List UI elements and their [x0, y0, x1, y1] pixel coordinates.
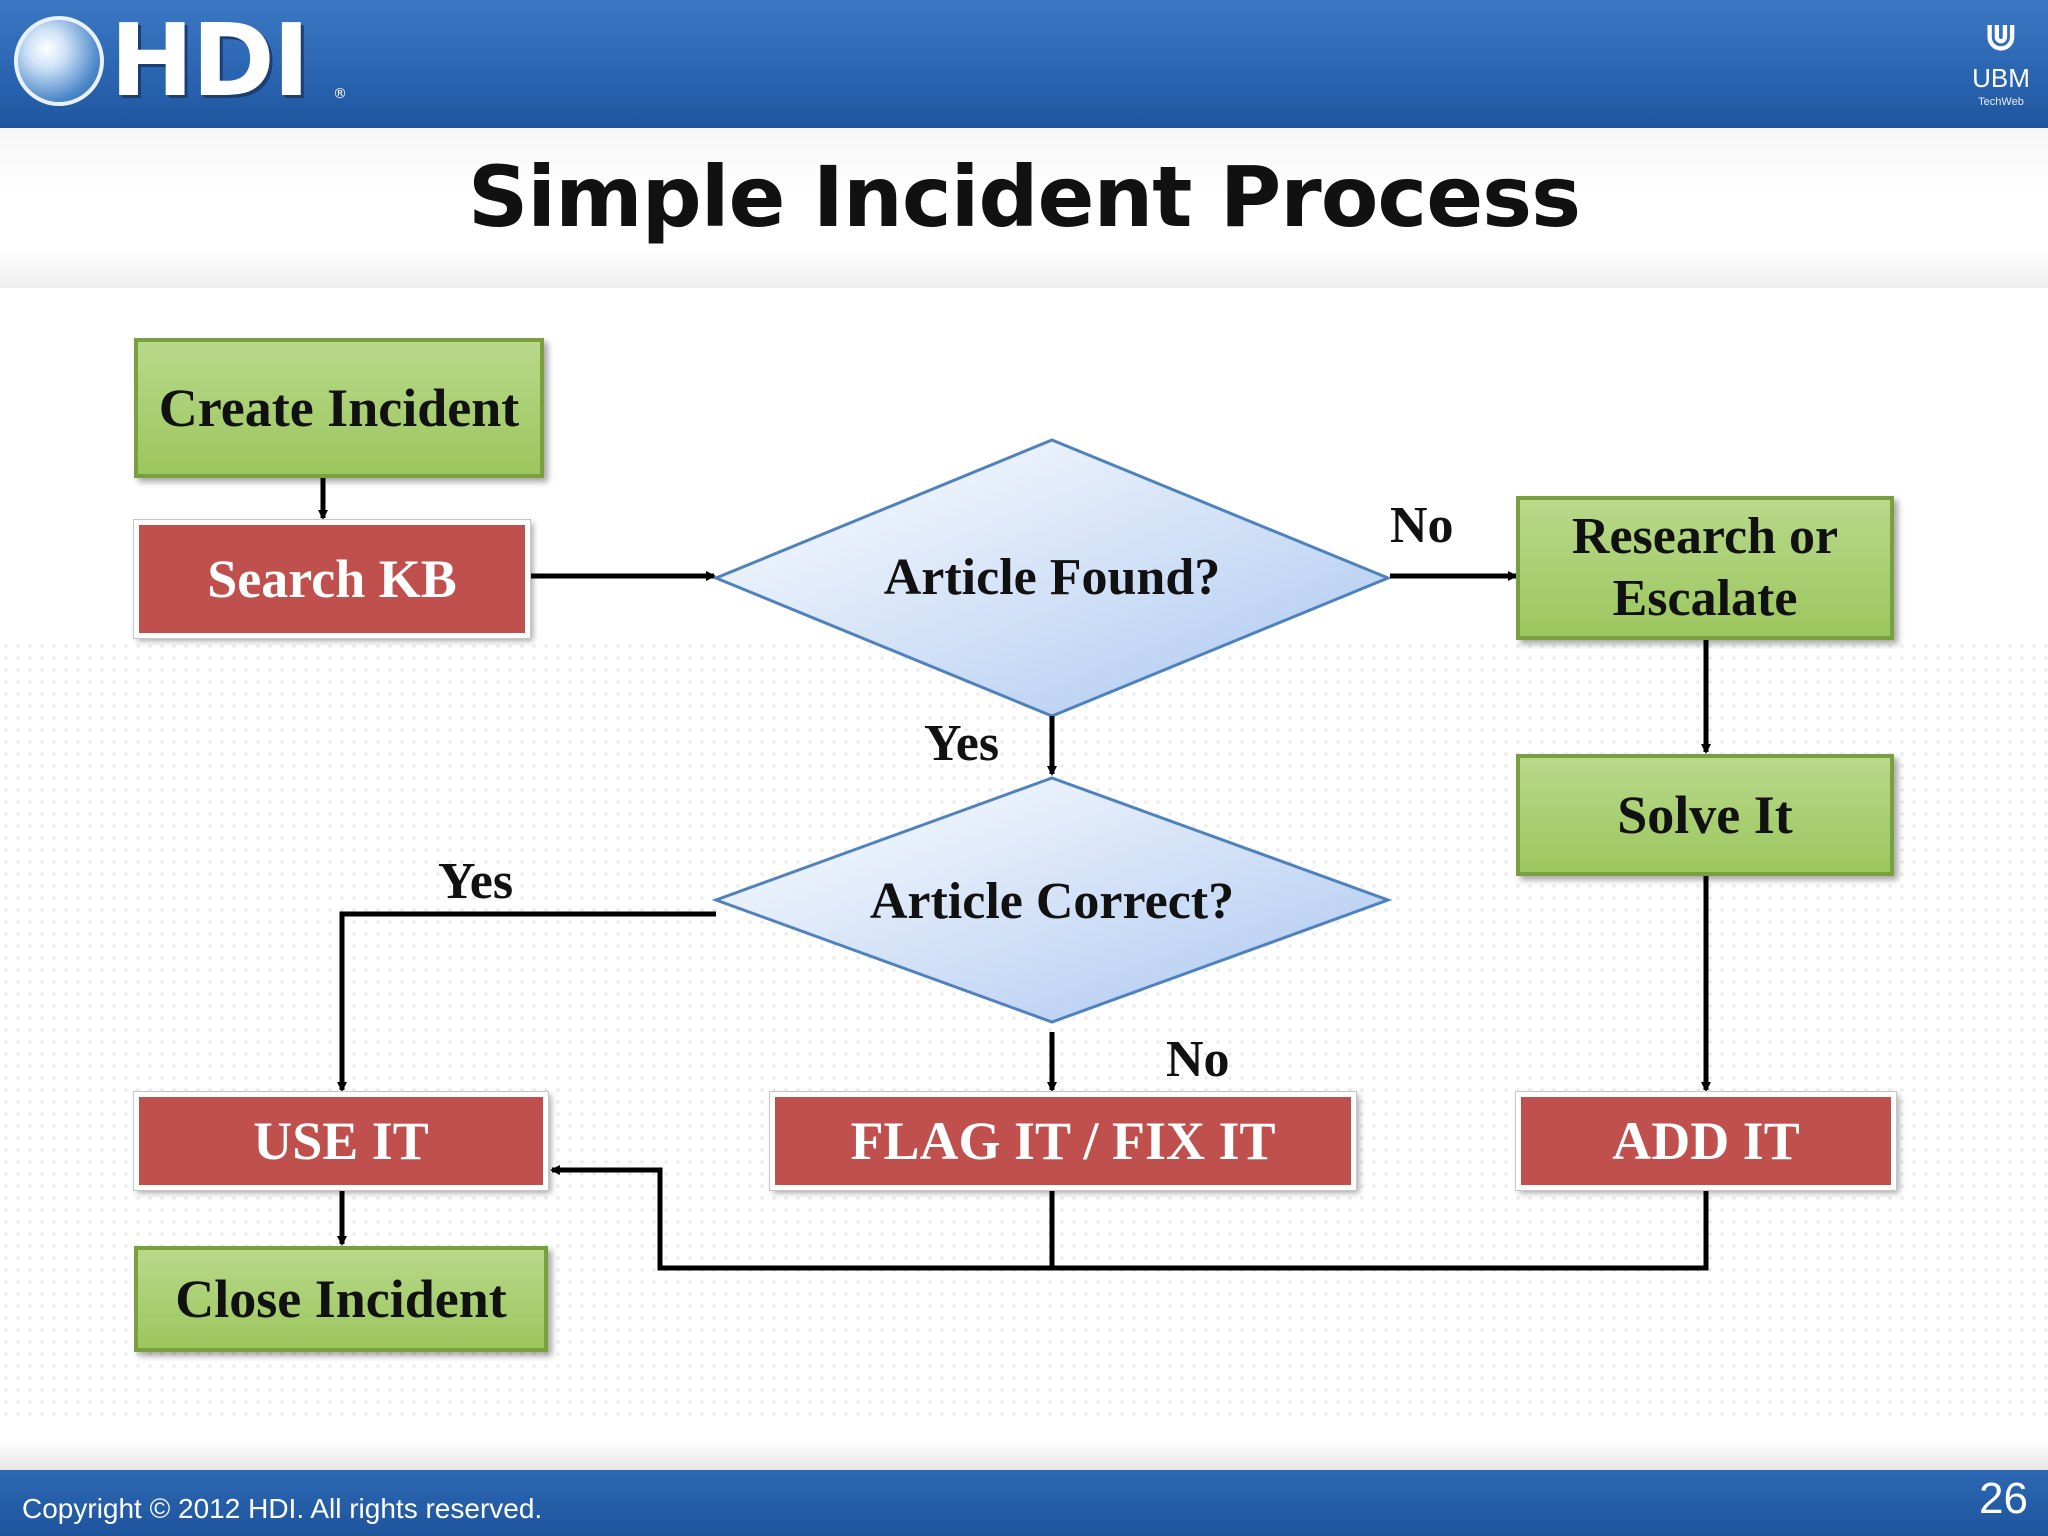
- use-it-box: USE IT: [134, 1092, 548, 1190]
- hdi-logo: HDI: [110, 2, 310, 119]
- found-yes-label: Yes: [924, 715, 1000, 772]
- research-escalate-box: Research or Escalate: [1516, 496, 1894, 640]
- arrow-correct-to-use: [337, 911, 716, 1092]
- research-escalate-label: Research or Escalate: [1571, 507, 1839, 627]
- header-bar: [0, 0, 2048, 128]
- correct-yes-label: Yes: [438, 853, 514, 910]
- footer-divider: [0, 1440, 2048, 1470]
- correct-no-label: No: [1166, 1031, 1230, 1088]
- article-found-label: Article Found?: [883, 549, 1221, 606]
- use-it-label: USE IT: [253, 1110, 429, 1171]
- search-kb-box: Search KB: [134, 520, 530, 638]
- hdi-globe-icon: [14, 16, 104, 106]
- create-incident-box: Create Incident: [134, 338, 544, 478]
- add-it-box: ADD IT: [1516, 1092, 1896, 1190]
- copyright-text: Copyright © 2012 HDI. All rights reserve…: [22, 1493, 543, 1524]
- article-correct-label: Article Correct?: [869, 873, 1235, 930]
- page-number: 26: [1979, 1474, 2028, 1523]
- flag-fix-it-label: FLAG IT / FIX IT: [850, 1110, 1276, 1171]
- flag-fix-it-box: FLAG IT / FIX IT: [770, 1092, 1356, 1190]
- return-line-add-to-use: [550, 1165, 1709, 1271]
- search-kb-label: Search KB: [207, 548, 457, 609]
- ubm-logo-text: UBM: [1972, 63, 2030, 93]
- registered-mark: ®: [333, 86, 347, 102]
- close-incident-label: Close Incident: [175, 1268, 507, 1329]
- close-incident-box: Close Incident: [134, 1246, 548, 1352]
- footer-bar: [0, 1470, 2048, 1536]
- title-band: [0, 128, 2048, 288]
- ubm-logo-icon: ⋓: [1984, 14, 2018, 60]
- add-it-label: ADD IT: [1612, 1110, 1800, 1171]
- create-incident-label: Create Incident: [158, 377, 520, 438]
- found-no-label: No: [1390, 497, 1454, 554]
- article-correct-diamond: [711, 776, 1393, 1024]
- slide-title: Simple Incident Process: [467, 148, 1581, 246]
- solve-it-box: Solve It: [1516, 754, 1894, 876]
- solve-it-label: Solve It: [1617, 784, 1793, 845]
- ubm-logo-subtext: TechWeb: [1978, 96, 2024, 108]
